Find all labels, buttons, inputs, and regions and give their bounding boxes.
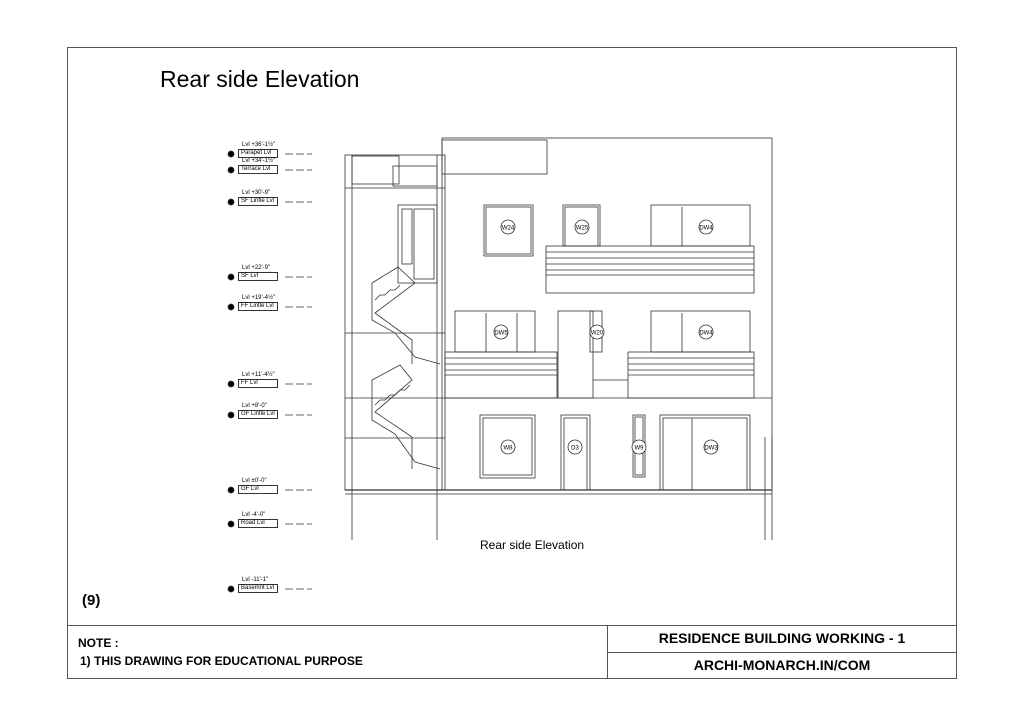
level-value: Lvl +19'-4½"	[242, 295, 276, 301]
level-label: Lvl -11'-1"Basemnt Lvl	[238, 577, 278, 593]
opening-tag-label: W25	[576, 226, 589, 232]
level-marker-icon	[227, 303, 235, 311]
level-marker-icon	[227, 486, 235, 494]
level-value: Lvl -11'-1"	[242, 577, 269, 583]
opening-tag	[567, 439, 583, 455]
divider	[607, 652, 957, 653]
level-name: GF Lvl	[238, 485, 278, 494]
level-marker-icon	[227, 411, 235, 419]
main-building	[441, 137, 773, 491]
level-marker-icon	[227, 380, 235, 388]
level-label: Lvl +11'-4½"FF Lvl	[238, 372, 278, 388]
opening-tag	[698, 324, 714, 340]
elevation-caption: Rear side Elevation	[480, 538, 585, 552]
website: ARCHI-MONARCH.IN/COM	[693, 657, 871, 673]
opening-tag-label: W24	[502, 226, 515, 232]
opening-tag	[631, 439, 647, 455]
level-value: Lvl +36'-1½"	[242, 142, 276, 148]
note-heading: NOTE :	[78, 636, 119, 650]
level-name: FF Lintle Lvl	[238, 302, 278, 311]
parapet-box	[441, 139, 548, 175]
opening-tag-label: DW4	[699, 226, 713, 232]
level-name: Road Lvl	[238, 519, 278, 528]
opening-tag	[493, 324, 509, 340]
project-title: RESIDENCE BUILDING WORKING - 1	[658, 630, 906, 646]
opening-tag	[698, 219, 714, 235]
level-name: Basemnt Lvl	[238, 584, 278, 593]
level-markers	[227, 150, 312, 593]
level-label: Lvl +30'-9"SF Lintle Lvl	[238, 190, 278, 206]
opening-tag-label: W20	[591, 331, 604, 337]
level-value: Lvl +11'-4½"	[242, 372, 275, 378]
note-line: 1) THIS DRAWING FOR EDUCATIONAL PURPOSE	[80, 654, 363, 668]
opening-tag	[589, 324, 605, 340]
opening-tag-label: DW4	[699, 331, 713, 337]
level-label: Lvl +22'-9"SF Lvl	[238, 265, 278, 281]
title-block	[67, 625, 957, 680]
level-label: Lvl -4'-0"Road Lvl	[238, 512, 278, 528]
opening-tag-label: W9	[635, 446, 645, 452]
level-label: Lvl +8'-0"GF Lintle Lvl	[238, 403, 278, 419]
opening-tag-label: D3	[571, 446, 579, 452]
level-label: Lvl +19'-4½"FF Lintle Lvl	[238, 295, 278, 311]
level-value: Lvl +34'-1½"	[242, 158, 276, 164]
drawing-frame	[67, 47, 957, 679]
opening-tag-label: W8	[504, 446, 514, 452]
level-marker-icon	[227, 585, 235, 593]
level-label: Lvl +36'-1½"Parapet Lvl	[238, 142, 278, 158]
level-name: GF Lintle Lvl	[238, 410, 278, 419]
level-name: SF Lintle Lvl	[238, 197, 278, 206]
level-value: Lvl -4'-0"	[242, 512, 266, 518]
drawing-title: Rear side Elevation	[160, 66, 360, 92]
level-name: Terrace Lvl	[238, 165, 278, 174]
opening-tag	[574, 219, 590, 235]
level-value: Lvl +8'-0"	[242, 403, 267, 409]
level-marker-icon	[227, 520, 235, 528]
sheet-number: (9)	[82, 592, 101, 609]
level-value: Lvl ±0'-0"	[242, 478, 267, 484]
level-marker-icon	[227, 273, 235, 281]
opening-tag	[703, 439, 719, 455]
level-name: SF Lvl	[238, 272, 278, 281]
level-name: FF Lvl	[238, 379, 278, 388]
level-marker-icon	[227, 150, 235, 158]
level-label: Lvl +34'-1½"Terrace Lvl	[238, 158, 278, 174]
opening-tag-label: DW5	[494, 331, 508, 337]
opening-tag	[500, 439, 516, 455]
opening-tag	[500, 219, 516, 235]
level-marker-icon	[227, 198, 235, 206]
level-name: Parapet Lvl	[238, 149, 278, 158]
balcony-top	[545, 245, 755, 294]
level-value: Lvl +22'-9"	[242, 265, 271, 271]
opening-tag-label: DW3	[704, 446, 718, 452]
level-marker-icon	[227, 166, 235, 174]
level-label: Lvl ±0'-0"GF Lvl	[238, 478, 278, 494]
level-value: Lvl +30'-9"	[242, 190, 271, 196]
